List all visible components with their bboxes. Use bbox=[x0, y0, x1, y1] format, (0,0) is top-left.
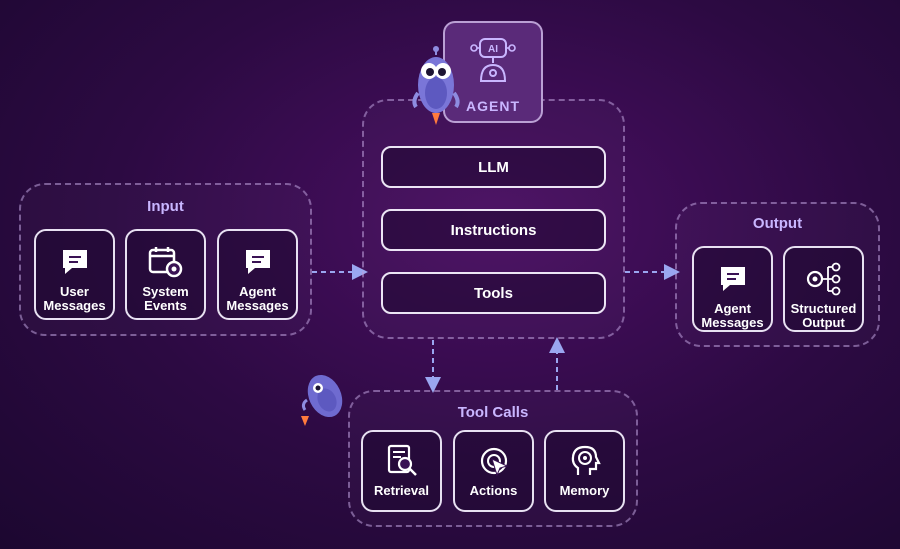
system-events-card: System Events bbox=[125, 229, 206, 320]
calendar-gear-icon bbox=[148, 245, 184, 279]
card-label: System Events bbox=[142, 284, 189, 313]
gear-flow-icon bbox=[804, 262, 844, 296]
output-group: Output bbox=[675, 202, 880, 347]
user-messages-card: User Messages bbox=[34, 229, 115, 320]
agent-messages-input-card: Agent Messages bbox=[217, 229, 298, 320]
structured-output-card: Structured Output bbox=[783, 246, 864, 332]
chat-bubble-icon bbox=[60, 245, 90, 279]
card-label: Actions bbox=[469, 483, 518, 498]
input-title: Input bbox=[147, 198, 184, 215]
card-label: Memory bbox=[559, 483, 610, 498]
retrieval-card: Retrieval bbox=[361, 430, 442, 512]
agent-tile: AI AGENT bbox=[443, 21, 543, 123]
cursor-target-icon bbox=[477, 444, 511, 478]
card-label: User Messages bbox=[43, 284, 106, 313]
llm-box: LLM bbox=[381, 146, 606, 188]
tool-calls-title: Tool Calls bbox=[457, 404, 529, 421]
card-label: Structured Output bbox=[790, 301, 857, 330]
robot-mascot-small-icon bbox=[297, 366, 349, 435]
tool-calls-group: Tool Calls bbox=[348, 390, 638, 527]
input-group: Input bbox=[19, 183, 312, 336]
svg-text:AI: AI bbox=[488, 44, 498, 55]
card-label: Retrieval bbox=[374, 483, 429, 498]
card-label: Agent Messages bbox=[701, 301, 764, 330]
robot-mascot-icon bbox=[410, 45, 466, 132]
output-title: Output bbox=[752, 215, 803, 232]
memory-card: Memory bbox=[544, 430, 625, 512]
tools-box: Tools bbox=[381, 272, 606, 314]
chat-bubble-icon bbox=[243, 245, 273, 279]
card-label: Agent Messages bbox=[226, 284, 289, 313]
head-brain-icon bbox=[568, 444, 602, 478]
ai-robot-icon: AI bbox=[469, 35, 517, 90]
document-search-icon bbox=[385, 444, 419, 478]
chat-bubble-icon bbox=[718, 262, 748, 296]
instructions-box: Instructions bbox=[381, 209, 606, 251]
actions-card: Actions bbox=[453, 430, 534, 512]
agent-label: AGENT bbox=[466, 98, 520, 114]
agent-messages-output-card: Agent Messages bbox=[692, 246, 773, 332]
